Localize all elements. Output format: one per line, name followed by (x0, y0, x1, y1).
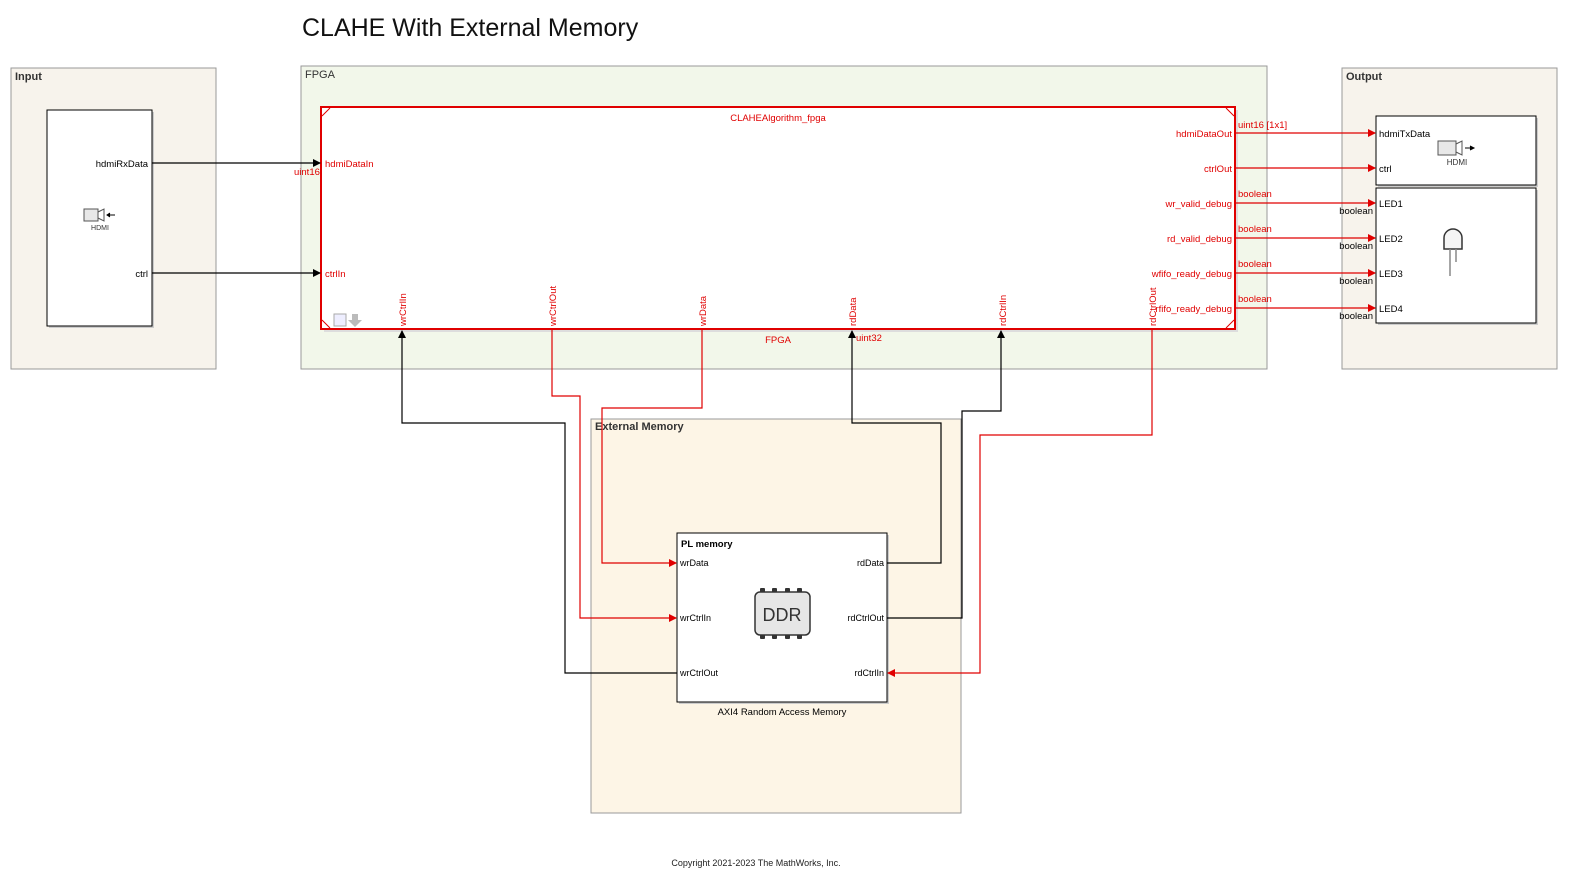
port-label: hdmiTxData (1379, 129, 1431, 140)
port-label: wr_valid_debug (1164, 199, 1232, 210)
hdmi-receiver-icon (83, 208, 115, 222)
block-caption: AXI4 Random Access Memory (718, 707, 847, 718)
block-caption: FPGA (765, 335, 792, 346)
chip-label: DDR (763, 605, 802, 625)
port-label: LED2 (1379, 234, 1403, 245)
hdmi-transmitter-icon (1437, 140, 1476, 156)
signal-rdctrlout[interactable] (887, 329, 1153, 677)
area-label: External Memory (595, 421, 685, 433)
signal-type-label: uint32 (856, 333, 882, 344)
signal-rddata[interactable] (848, 330, 942, 564)
signal-wrctrlout[interactable] (551, 329, 677, 622)
clahe-fpga-subsystem[interactable]: CLAHEAlgorithm_fpga FPGA hdmiDataIn ctrl… (320, 106, 1238, 346)
port-label: wrData (698, 295, 709, 327)
subsystem-link-icon[interactable] (333, 313, 362, 327)
port-label: rfifo_ready_debug (1155, 304, 1232, 315)
area-label: FPGA (305, 69, 336, 81)
signal-wrctrlin[interactable] (398, 330, 677, 674)
pl-memory-block[interactable]: PL memory AXI4 Random Access Memory wrDa… (676, 532, 889, 718)
hdmi-input-block[interactable]: hdmiRxData ctrl HDMI (46, 109, 154, 328)
block-title: PL memory (681, 539, 733, 550)
port-label: ctrlOut (1204, 164, 1232, 175)
signal-type-label: boolean (1339, 311, 1373, 322)
area-label: Input (15, 71, 42, 83)
signal-rdctrlin[interactable] (887, 330, 1005, 619)
copyright: Copyright 2021-2023 The MathWorks, Inc. (671, 858, 840, 868)
port-label: wrCtrlIn (398, 293, 409, 327)
signal-type-label: uint16 (294, 167, 320, 178)
port-label: LED1 (1379, 199, 1403, 210)
port-label: LED3 (1379, 269, 1403, 280)
led-icon (1443, 228, 1463, 276)
port-label: wrCtrlOut (548, 286, 559, 327)
port-label: rdData (857, 558, 884, 568)
port-label: LED4 (1379, 304, 1403, 315)
port-label: rdCtrlIn (998, 295, 1009, 326)
port-label: rdData (848, 297, 859, 326)
port-label: hdmiDataIn (325, 159, 374, 170)
signal-type-label: boolean (1238, 224, 1272, 235)
port-label: ctrl (1379, 164, 1392, 175)
port-label: rd_valid_debug (1167, 234, 1232, 245)
signal-type-label: uint16 [1x1] (1238, 120, 1287, 131)
port-label: wfifo_ready_debug (1151, 269, 1232, 280)
signal-type-label: boolean (1238, 294, 1272, 305)
signal-type-label: boolean (1339, 276, 1373, 287)
signal-type-label: boolean (1238, 189, 1272, 200)
signal-type-label: boolean (1238, 259, 1272, 270)
port-label: wrCtrlIn (679, 613, 711, 623)
page-title: CLAHE With External Memory (302, 14, 639, 42)
port-label: rdCtrlOut (847, 613, 884, 623)
icon-label: HDMI (1447, 158, 1467, 167)
port-label: hdmiDataOut (1176, 129, 1232, 140)
port-label: wrData (679, 558, 709, 568)
signal-wrdata[interactable] (601, 329, 703, 567)
signal-type-label: boolean (1339, 206, 1373, 217)
port-label: rdCtrlIn (854, 668, 884, 678)
signal-type-label: boolean (1339, 241, 1373, 252)
port-label: hdmiRxData (96, 159, 149, 170)
ddr-chip-icon (754, 588, 811, 639)
port-label: ctrl (135, 269, 148, 280)
block-name: CLAHEAlgorithm_fpga (730, 113, 826, 124)
area-label: Output (1346, 71, 1382, 83)
port-label: rdCtrlOut (1148, 287, 1159, 326)
port-label: ctrlIn (325, 269, 346, 280)
icon-label: HDMI (91, 225, 109, 232)
hdmi-output-block[interactable]: hdmiTxData ctrl HDMI (1375, 115, 1538, 187)
port-label: wrCtrlOut (679, 668, 718, 678)
